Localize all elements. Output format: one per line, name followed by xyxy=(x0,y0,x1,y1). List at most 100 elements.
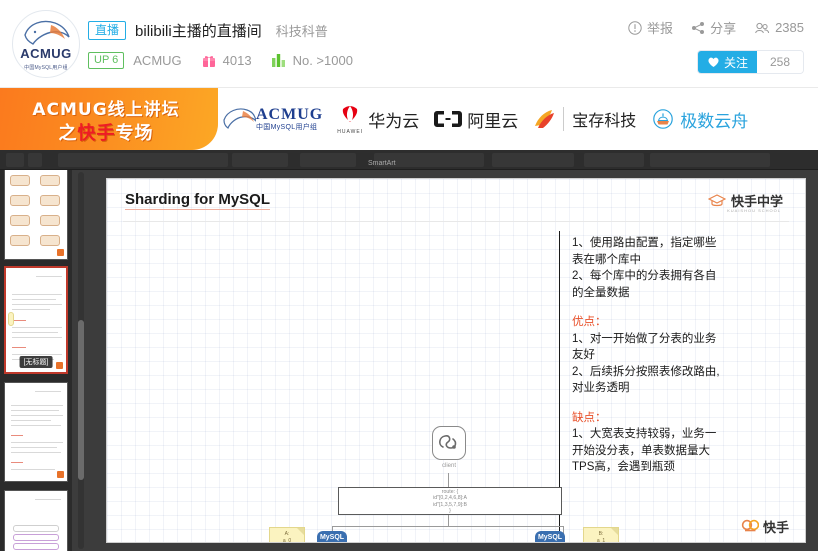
ribbon-group-smartart[interactable] xyxy=(584,153,644,167)
mysql-master-right-label: MySQL xyxy=(537,534,563,541)
baocun-flame-icon xyxy=(535,110,555,128)
up-level-badge: UP 6 xyxy=(88,52,125,69)
mysql-master-left[interactable]: MySQL M xyxy=(317,531,347,542)
pros-heading: 优点： xyxy=(572,316,607,328)
ribbon-group-shapes[interactable] xyxy=(374,153,484,167)
share-label: 分享 xyxy=(710,21,737,36)
thumbnail-scrollbar-thumb[interactable] xyxy=(78,320,84,480)
banner-line2-post: 专场 xyxy=(115,123,154,144)
ribbon-smartart-label: SmartArt xyxy=(368,160,396,167)
slide-vertical-divider xyxy=(559,231,560,531)
kuaishou-school-name: 快手中学 xyxy=(730,194,783,209)
room-category[interactable]: 科技科普 xyxy=(275,24,328,39)
connector-bus-left xyxy=(332,526,334,535)
banner-title-block: ACMUG线上讲坛 之快手专场 xyxy=(0,88,218,150)
client-node-label: client xyxy=(441,463,456,469)
share-button[interactable]: 分享 xyxy=(691,18,736,37)
cons-line-2: TPS高，会遇到瓶颈 xyxy=(572,461,675,473)
note-shard-b: B: a_1 a_3 a_5 ... xyxy=(583,527,619,543)
router-line-1: id"[0,2,4,6,8]:A xyxy=(433,495,467,502)
intro-line-1: 表在哪个库中 xyxy=(572,253,641,266)
share-icon xyxy=(692,21,705,34)
rank-bars-icon xyxy=(271,54,285,67)
ribbon-group-arrange[interactable] xyxy=(492,153,574,167)
jishuyunzhou-boat-icon xyxy=(653,109,674,129)
report-button[interactable]: 举报 xyxy=(628,18,673,37)
report-label: 举报 xyxy=(647,21,674,36)
room-title-row: 直播 bilibili主播的直播间 科技科普 xyxy=(88,20,328,41)
follow-control: 关注 258 xyxy=(696,50,804,74)
slide-thumbnail-2-selected[interactable]: [无标题] xyxy=(4,266,68,374)
mysql-master-left-label: MySQL xyxy=(319,534,345,541)
sponsor-acmug: ACMUG 中国MySQL用户组 xyxy=(222,106,323,132)
kuaishou-logo-icon xyxy=(741,519,759,531)
note-shard-b-line-0: B: xyxy=(598,531,604,537)
ppt-ribbon[interactable]: SmartArt xyxy=(0,150,818,170)
pros-line-2: 2、后续拆分按照表修改路由, xyxy=(572,365,720,378)
ribbon-group-editing[interactable] xyxy=(650,153,770,167)
sponsor-jishuyunzhou-name: 极数云舟 xyxy=(680,111,749,131)
event-banner: ACMUG线上讲坛 之快手专场 ACMUG 中国MySQL用户组 xyxy=(0,88,818,150)
sponsor-aliyun: 阿里云 xyxy=(433,107,518,132)
sponsor-baocun: 宝存科技 xyxy=(532,107,636,131)
client-node-icon xyxy=(432,426,466,460)
ribbon-group-file[interactable] xyxy=(6,153,24,167)
slide-thumbnail-1[interactable] xyxy=(4,170,68,260)
sponsor-huawei-sub: HUAWEI xyxy=(337,128,364,135)
ribbon-group-font[interactable] xyxy=(58,153,228,167)
pros-line-1: 友好 xyxy=(572,349,595,361)
sponsor-huawei-name: 华为云 xyxy=(368,111,420,131)
avatar[interactable]: ACMUG 中国MySQL用户组 xyxy=(12,10,80,78)
follow-button[interactable]: 关注 xyxy=(697,51,757,73)
follow-count: 258 xyxy=(756,51,803,73)
slide-canvas[interactable]: Sharding for MySQL 快手中学 KUAISHOU SCHOOL xyxy=(106,178,806,543)
gift-stat: 4013 xyxy=(202,53,252,68)
heart-icon xyxy=(708,57,719,67)
ribbon-group-paragraph[interactable] xyxy=(232,153,288,167)
gift-count: 4013 xyxy=(222,53,252,68)
sponsor-acmug-sub: 中国MySQL用户组 xyxy=(256,123,318,131)
spacer-1 xyxy=(572,301,794,314)
banner-line2: 之快手专场 xyxy=(0,119,212,145)
slide-thumbnail-caption: [无标题] xyxy=(19,356,53,368)
mysql-master-right[interactable]: MySQL M xyxy=(535,531,565,542)
cons-line-0: 1、大宽表支持较弱，业务一 xyxy=(572,428,717,440)
slide-text-panel[interactable]: 1、使用路由配置，指定哪些 表在哪个库中 2、每个库中的分表拥有各自 的全量数据… xyxy=(572,235,794,476)
spacer-2 xyxy=(572,397,794,410)
router-config-box[interactable]: route: { id"[0,2,4,6,8]:A id"[1,3,5,7,9]… xyxy=(338,487,562,515)
sponsor-aliyun-name: 阿里云 xyxy=(467,111,519,131)
connector-client-router xyxy=(448,473,450,487)
banner-line2-pre: 之 xyxy=(58,123,78,144)
viewer-count: 2385 xyxy=(775,20,804,35)
graduation-cap-icon xyxy=(707,193,726,206)
slide-thumbnail-3[interactable] xyxy=(4,382,68,482)
cons-line-1: 开始没分表，单表数据量大 xyxy=(572,444,710,457)
ppt-workspace: [无标题] xyxy=(0,170,818,551)
acmug-dolphin-icon xyxy=(24,20,70,45)
ribbon-group-quickaccess[interactable] xyxy=(28,153,42,167)
slide-title[interactable]: Sharding for MySQL xyxy=(125,191,271,210)
router-line-2: id"[1,3,5,7,9]:B xyxy=(433,501,467,508)
up-name[interactable]: ACMUG xyxy=(133,53,182,68)
sponsor-acmug-name: ACMUG xyxy=(256,105,324,123)
router-line-3: } xyxy=(449,508,451,515)
pane-divider xyxy=(72,170,106,551)
ribbon-group-align[interactable] xyxy=(300,153,356,167)
room-title: bilibili主播的直播间 xyxy=(135,23,262,40)
warning-icon xyxy=(628,20,642,35)
acmug-dolphin-icon xyxy=(223,108,256,129)
viewer-stat: 2385 xyxy=(754,20,804,35)
live-room-header: ACMUG 中国MySQL用户组 直播 bilibili主播的直播间 科技科普 … xyxy=(0,0,818,88)
kuaishou-watermark-text: 快手 xyxy=(762,520,789,535)
router-line-0: route: { xyxy=(441,489,459,495)
slide-thumbnail-4[interactable] xyxy=(4,490,68,551)
intro-line-0: 1、使用路由配置，指定哪些 xyxy=(572,237,717,249)
avatar-logo-sub: 中国MySQL用户组 xyxy=(24,65,68,71)
aliyun-bracket-icon xyxy=(434,111,463,127)
sponsor-baocun-name: 宝存科技 xyxy=(563,107,636,131)
sponsor-jishuyunzhou: 极数云舟 xyxy=(650,107,748,132)
slide-thumbnail-pane[interactable]: [无标题] xyxy=(0,170,72,551)
kuaishou-school-sub: KUAISHOU SCHOOL xyxy=(727,208,781,213)
note-shard-b-line-1: a_1 xyxy=(596,537,606,543)
